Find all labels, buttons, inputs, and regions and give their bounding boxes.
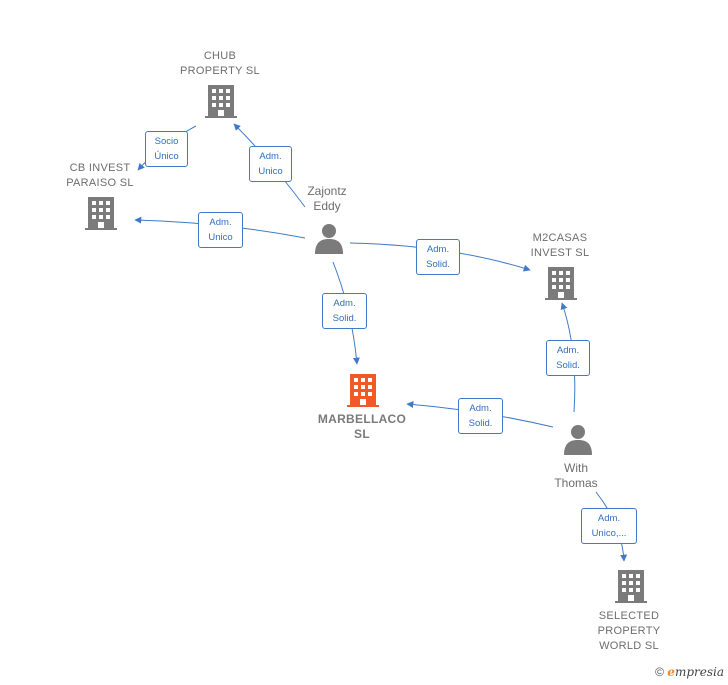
node-label-marbellaco[interactable]: MARBELLACO SL (317, 412, 407, 441)
footer-brand: © empresia (655, 665, 724, 679)
building-icon[interactable] (205, 85, 237, 118)
brand-logo: empresia (667, 665, 724, 679)
building-icon[interactable] (615, 570, 647, 603)
edge-label-adm-solid-thomas-marbellaco: Adm. Solid. (458, 398, 503, 434)
edge-label-adm-solid-marbellaco: Adm. Solid. (322, 293, 367, 329)
building-icon[interactable] (347, 374, 379, 407)
copyright-symbol: © (655, 665, 664, 679)
person-label-zajontz[interactable]: Zajontz Eddy (307, 184, 347, 213)
node-label-cb-invest[interactable]: CB INVEST PARAISO SL (66, 162, 134, 189)
building-icon[interactable] (545, 267, 577, 300)
edge-label-adm-unico-cb: Adm. Unico (198, 212, 243, 248)
node-label-chub[interactable]: CHUB PROPERTY SL (180, 50, 260, 77)
person-icon[interactable] (315, 224, 343, 254)
node-label-selected[interactable]: SELECTED PROPERTY WORLD SL (597, 610, 661, 652)
person-icon[interactable] (564, 425, 592, 455)
edge-label-adm-unico-selected: Adm. Unico,... (581, 508, 637, 544)
edge-label-adm-solid-m2casas: Adm. Solid. (416, 239, 460, 275)
edge-label-adm-unico-chub: Adm. Unico (249, 146, 292, 182)
building-icon[interactable] (85, 197, 117, 230)
edge-label-adm-solid-thomas-m2casas: Adm. Solid. (546, 340, 590, 376)
edge-label-socio-unico: Socio Único (145, 131, 188, 167)
person-label-with-thomas[interactable]: With Thomas (554, 461, 598, 490)
node-label-m2casas[interactable]: M2CASAS INVEST SL (530, 232, 590, 259)
